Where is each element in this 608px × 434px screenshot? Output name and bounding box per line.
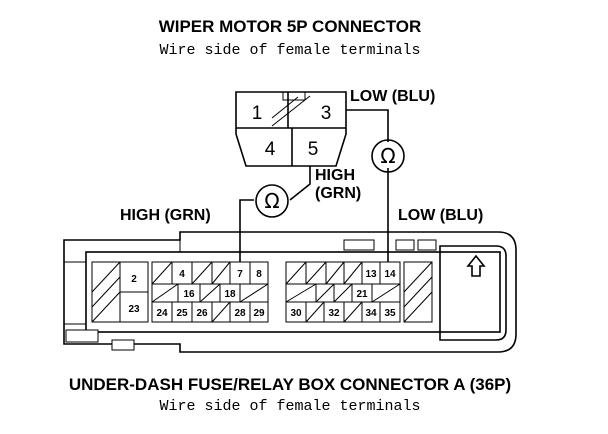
pin-26-label: 26 (196, 308, 208, 319)
fuse-relay-connector: 2 23 4 7 8 16 18 24 25 26 28 (63, 231, 517, 353)
pin-30-label: 30 (290, 308, 302, 319)
pin-1-label: 1 (252, 103, 263, 124)
pin-8-label: 8 (256, 269, 262, 280)
pin-28-label: 28 (234, 308, 246, 319)
wire-label-high-left: HIGH (GRN) (120, 207, 211, 224)
pin-14-label: 14 (384, 269, 396, 280)
pin-18-label: 18 (224, 289, 236, 300)
pin-3-label: 3 (321, 103, 332, 124)
wire-label-high-mid-2: (GRN) (315, 185, 361, 202)
pin-23-label: 23 (128, 304, 140, 315)
pin-5-label: 5 (308, 139, 319, 160)
pin-35-label: 35 (384, 308, 396, 319)
pin-29-label: 29 (253, 308, 265, 319)
ohmmeter-high: Ω (255, 184, 289, 218)
pin-16-label: 16 (183, 289, 195, 300)
pin-2-label: 2 (131, 274, 137, 285)
wire-label-low-top: LOW (BLU) (350, 88, 435, 105)
pin-34-label: 34 (365, 308, 377, 319)
wire-label-high-mid-1: HIGH (315, 167, 355, 184)
up-arrow-icon (466, 254, 486, 277)
pin-7-label: 7 (237, 269, 243, 280)
pin-24-label: 24 (156, 308, 168, 319)
pin-21-label: 21 (356, 289, 368, 300)
bottom-connector-title: UNDER-DASH FUSE/RELAY BOX CONNECTOR A (3… (69, 375, 511, 394)
wire-label-low-bottom: LOW (BLU) (398, 207, 483, 224)
pin-32-label: 32 (328, 308, 340, 319)
ohm-icon: Ω (380, 144, 395, 168)
pin-4-label: 4 (179, 269, 185, 280)
top-connector-subtitle: Wire side of female terminals (159, 42, 420, 59)
pin-4-label: 4 (265, 139, 276, 160)
ohm-icon: Ω (264, 189, 279, 213)
wiper-motor-connector: 1 3 4 5 (235, 91, 347, 167)
test-leads (239, 109, 389, 266)
pin-13-label: 13 (365, 269, 377, 280)
ohmmeter-low: Ω (371, 139, 405, 173)
top-connector-title: WIPER MOTOR 5P CONNECTOR (159, 17, 422, 36)
pin-25-label: 25 (176, 308, 188, 319)
bottom-connector-subtitle: Wire side of female terminals (159, 398, 420, 415)
